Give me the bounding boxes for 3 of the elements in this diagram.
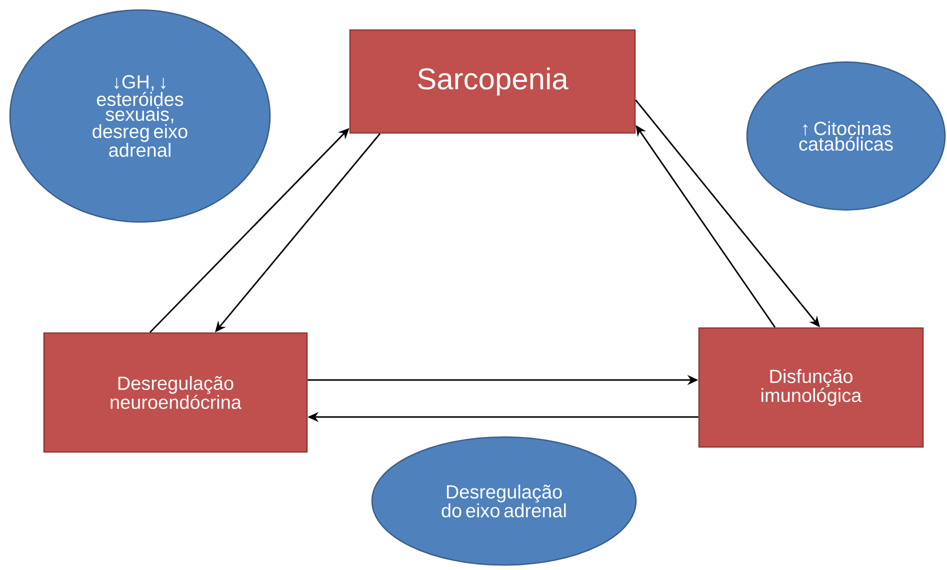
process-box: Desregulação neuroendócrina bbox=[43, 332, 308, 453]
process-box: Sarcopenia bbox=[349, 29, 636, 134]
process-box: Disfunção imunológica bbox=[698, 327, 924, 448]
